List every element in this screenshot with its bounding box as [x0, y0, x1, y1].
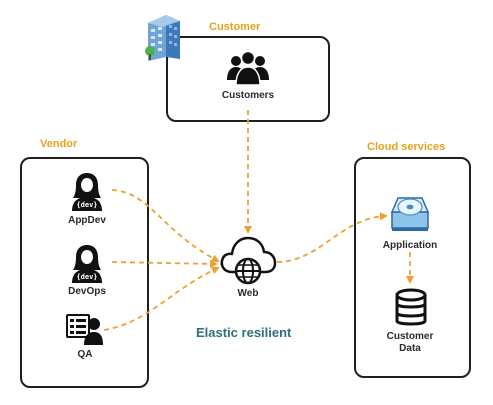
appdev-label: AppDev: [68, 215, 106, 226]
arrow-appdev-to-web: [111, 189, 220, 262]
web-label: Web: [237, 288, 259, 299]
group-icon: [226, 50, 270, 91]
devops-tag: {dev}: [76, 273, 97, 281]
elastic-resilient-caption: Elastic resilient: [196, 325, 292, 340]
tester-icon: [66, 313, 104, 350]
customers-label: Customers: [221, 90, 275, 101]
developer-icon: {dev}: [70, 243, 104, 288]
database-icon: [395, 288, 427, 333]
customer-data-label-line2: Data: [399, 343, 421, 354]
cloud-services-group-box: [354, 157, 471, 378]
cloud-services-group-label: Cloud services: [367, 141, 446, 153]
qa-label: QA: [77, 349, 93, 360]
arrow-web-to-application: [276, 212, 388, 263]
customer-group-label: Customer: [209, 21, 261, 33]
application-label: Application: [382, 240, 438, 251]
appdev-tag: {dev}: [76, 201, 97, 209]
cloud-globe-icon: [218, 232, 278, 293]
arrow-qa-to-web: [103, 266, 220, 331]
devops-label: DevOps: [68, 286, 106, 297]
office-building-icon: [142, 13, 184, 68]
arrow-devops-to-web: [111, 259, 218, 268]
customer-data-label-line1: Customer: [386, 331, 434, 342]
developer-icon: {dev}: [70, 171, 104, 216]
vendor-group-label: Vendor: [40, 138, 78, 150]
application-disc-icon: [388, 192, 432, 239]
